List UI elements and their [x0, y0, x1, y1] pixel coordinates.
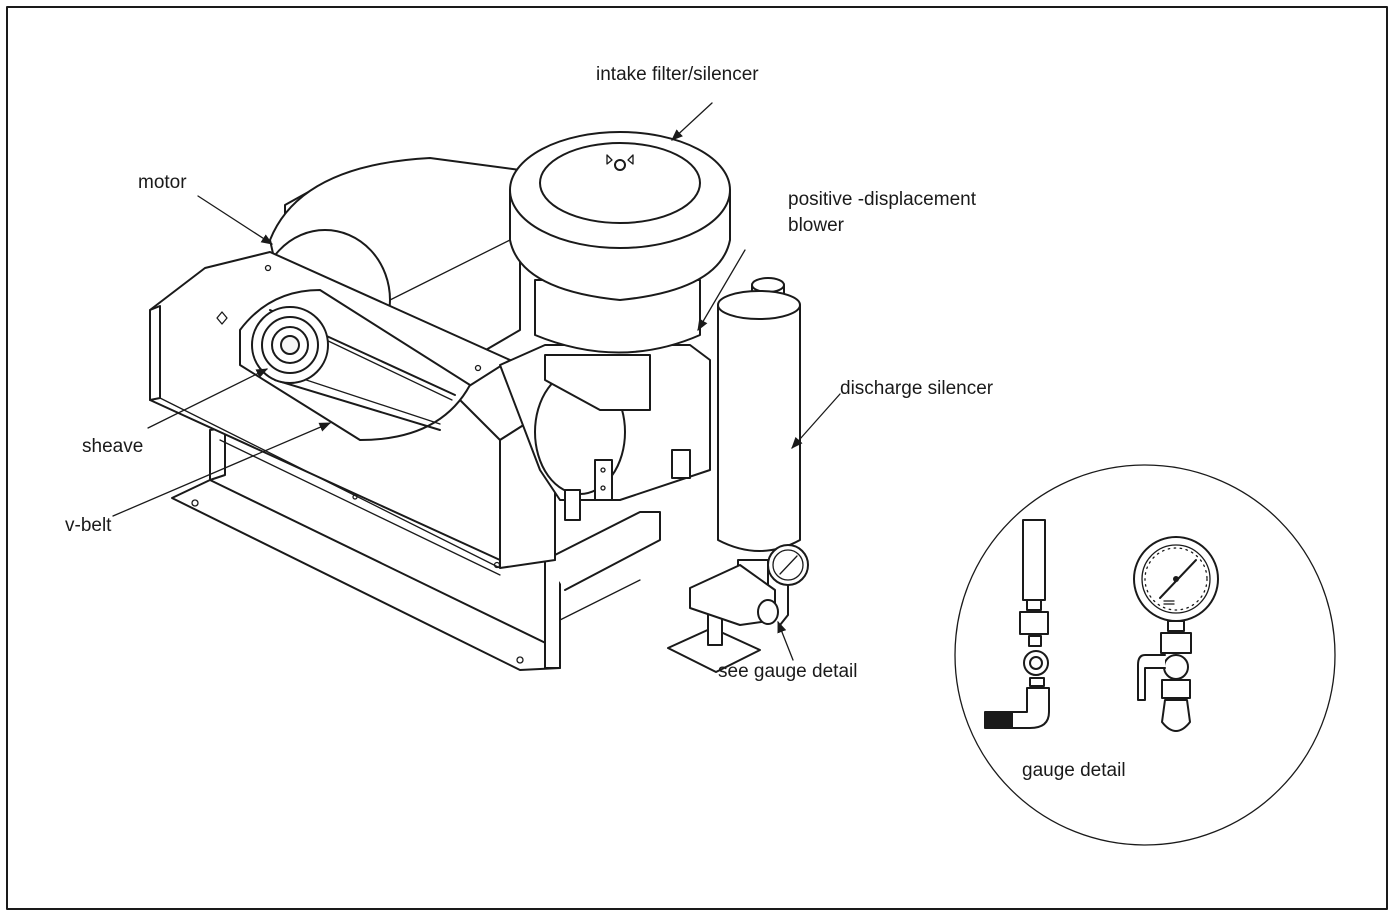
gauge-face-view — [1133, 536, 1219, 732]
figure-border — [6, 6, 1388, 910]
gauge-side-view — [984, 519, 1050, 729]
discharge-silencer — [689, 277, 809, 626]
label-intake-filter-silencer: intake filter/silencer — [596, 64, 759, 85]
intake-filter-silencer — [509, 131, 731, 354]
label-blower-line-2: blower — [788, 215, 845, 236]
label-gauge-detail: gauge detail — [1022, 760, 1126, 781]
label-motor: motor — [138, 172, 187, 193]
label-v-belt: v-belt — [65, 515, 112, 536]
label-discharge-silencer: discharge silencer — [840, 378, 994, 399]
label-blower-line-1: positive -displacement — [788, 189, 977, 210]
belt-guard — [149, 251, 556, 569]
gauge-detail-inset: gauge detail — [954, 464, 1336, 846]
label-see-gauge-detail: see gauge detail — [718, 661, 857, 682]
base-frame — [171, 427, 761, 673]
label-sheave: sheave — [82, 436, 143, 457]
